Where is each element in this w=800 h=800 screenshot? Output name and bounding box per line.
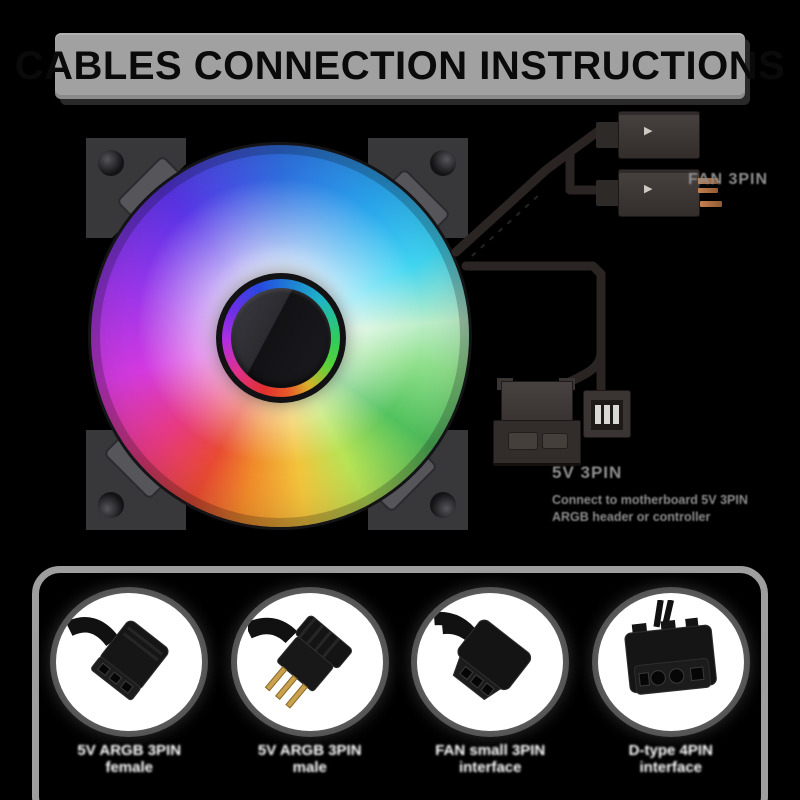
connector-socket: [542, 433, 568, 449]
fan-connector-female: ▶: [596, 111, 720, 159]
connector-legend-panel: 5V ARGB 3PIN female: [32, 566, 768, 800]
argb-male-connector-icon: [247, 615, 352, 709]
argb-description-line: Connect to motherboard 5V 3PIN: [552, 493, 748, 507]
connector-face: [591, 400, 623, 430]
legend-photo-circle: [236, 593, 383, 731]
legend-item: 5V ARGB 3PIN male: [225, 593, 395, 776]
connector-body: [618, 111, 700, 159]
argb-connector-description: Connect to motherboard 5V 3PIN ARGB head…: [552, 492, 757, 526]
page-title: CABLES CONNECTION INSTRUCTIONS: [14, 43, 786, 88]
legend-photo-circle: [417, 593, 564, 731]
legend-photo-circle: [597, 593, 744, 731]
legend-caption-line: 5V ARGB 3PIN: [77, 742, 182, 759]
connector-pin: [595, 405, 601, 424]
legend-caption: 5V ARGB 3PIN male: [258, 742, 362, 776]
legend-caption-line: D-type 4PIN: [628, 742, 713, 759]
legend-item: 5V ARGB 3PIN female: [44, 593, 214, 776]
argb-connector-female: [493, 378, 581, 466]
legend-caption-line: 5V ARGB 3PIN: [257, 742, 362, 759]
legend-caption: FAN small 3PIN interface: [435, 742, 545, 776]
legend-caption-line: FAN small 3PIN: [435, 742, 546, 759]
dtype-4pin-connector-icon: [624, 600, 717, 695]
title-banner: CABLES CONNECTION INSTRUCTIONS: [15, 33, 785, 99]
screw-hole-icon: [98, 150, 124, 176]
cable-stub: [596, 122, 622, 148]
connector-body: [501, 381, 573, 423]
fan-connector-label: FAN 3PIN: [688, 171, 769, 188]
legend-photo-circle: [56, 593, 203, 731]
connector-socket: [508, 432, 538, 450]
argb-description-line: ARGB header or controller: [552, 510, 711, 524]
fan-hub: [216, 273, 346, 403]
argb-female-connector-icon: [67, 617, 169, 701]
arrow-icon: ▶: [644, 183, 653, 195]
connector-body: [618, 169, 700, 217]
argb-connector-male: [583, 390, 631, 438]
connector-pin: [700, 201, 722, 207]
connector-pin: [613, 405, 619, 424]
legend-caption: D-type 4PIN interface: [629, 742, 713, 776]
fan-hub-core: [231, 288, 331, 388]
cable-highlight: [471, 193, 541, 257]
connector-pin: [698, 188, 718, 193]
legend-caption-line: male: [292, 759, 327, 776]
argb-connector-label: 5V 3PIN: [552, 463, 623, 482]
cable-to-fan-female: [451, 125, 605, 257]
cable-to-fan-male: [565, 147, 605, 195]
cable-stub: [596, 180, 622, 206]
fan-connector-male: ▶: [596, 169, 722, 217]
connector-pin: [604, 405, 610, 424]
rgb-fan: [86, 138, 472, 530]
legend-item: FAN small 3PIN interface: [405, 593, 575, 776]
legend-caption-line: interface: [639, 759, 703, 776]
arrow-icon: ▶: [644, 125, 653, 137]
legend-caption: 5V ARGB 3PIN female: [77, 742, 181, 776]
connector-pin: [698, 178, 718, 184]
cable-to-argb: [461, 261, 606, 361]
fan-3pin-connector-icon: [433, 611, 532, 701]
legend-caption-line: female: [105, 759, 153, 776]
legend-item: D-type 4PIN interface: [586, 593, 756, 776]
legend-caption-line: interface: [458, 759, 522, 776]
